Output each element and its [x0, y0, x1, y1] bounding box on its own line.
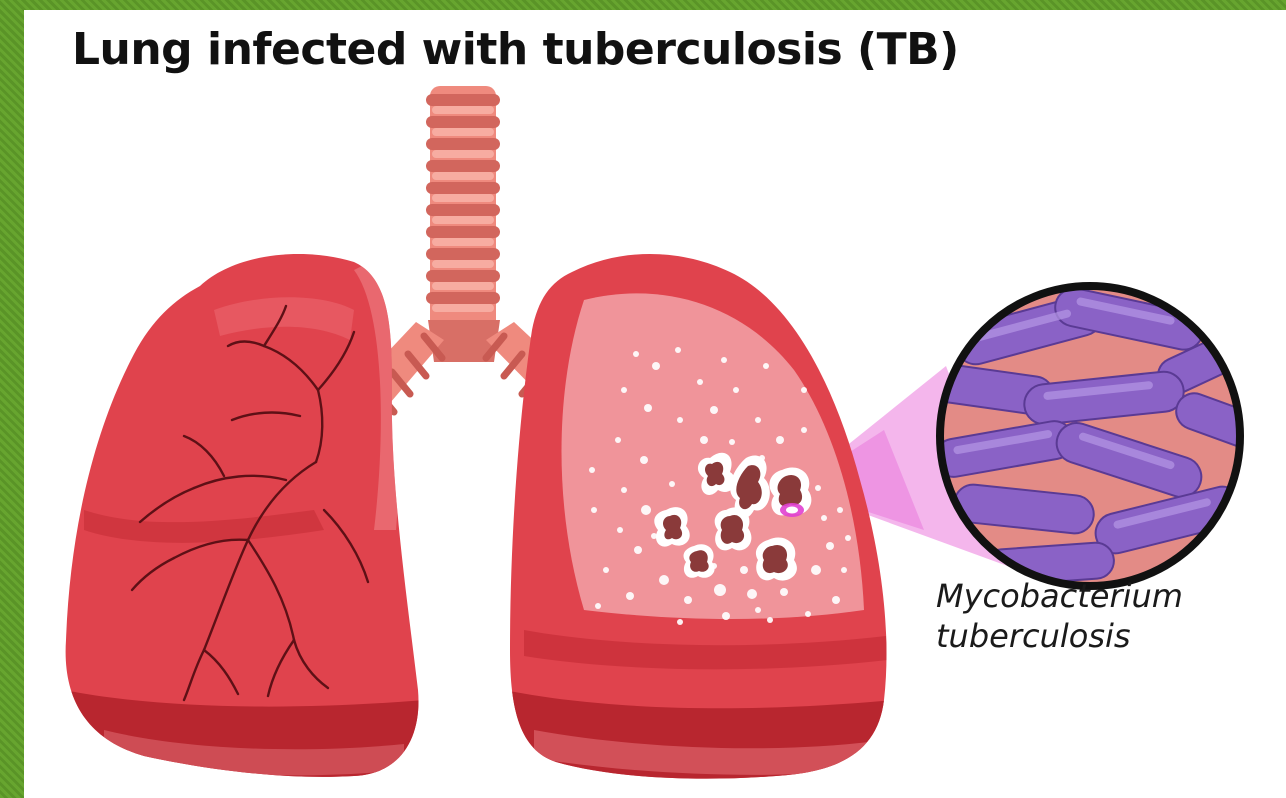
caption-line-2: tuberculosis [936, 616, 1282, 656]
right-lung [504, 254, 894, 798]
caption-line-1: Mycobacterium [936, 576, 1282, 616]
lung-illustration [24, 10, 1286, 798]
slide-canvas: Lung infected with tuberculosis (TB) [24, 10, 1286, 798]
bacteria-caption: Mycobacterium tuberculosis [936, 576, 1282, 656]
left-lung [64, 254, 424, 798]
trachea [426, 86, 500, 362]
